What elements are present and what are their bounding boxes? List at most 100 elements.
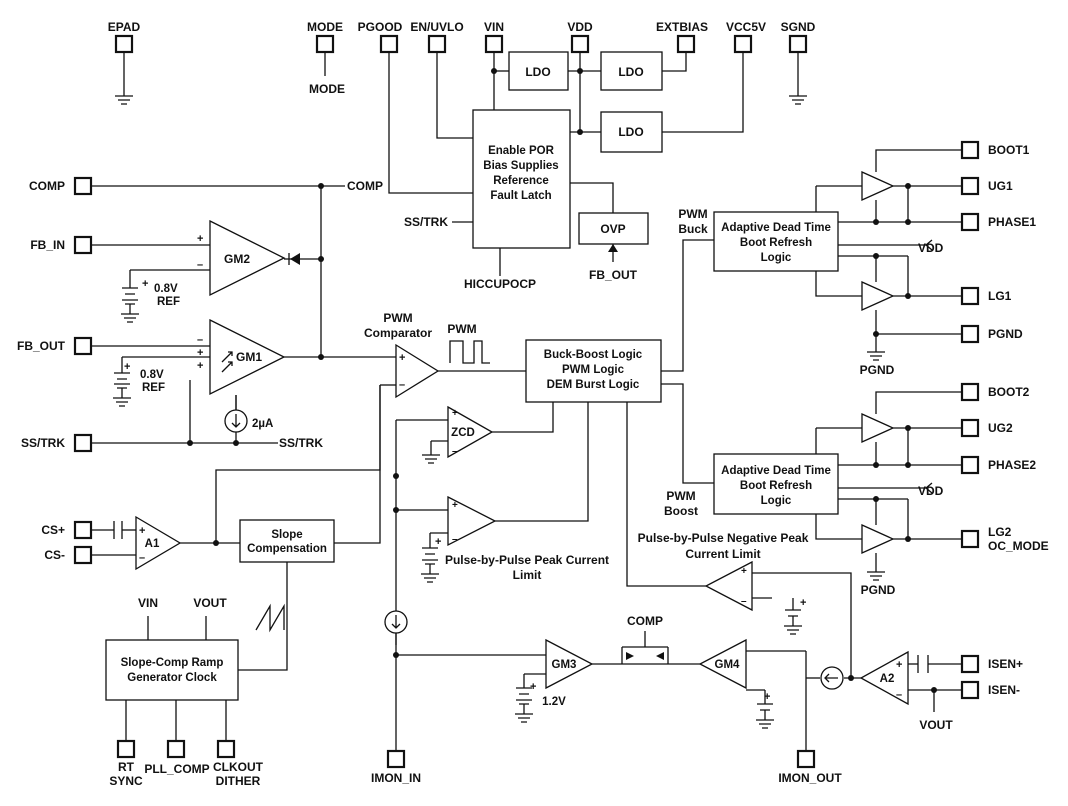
svg-text:1.2V: 1.2V bbox=[542, 696, 566, 708]
svg-text:Slope-Comp Ramp: Slope-Comp Ramp bbox=[121, 657, 224, 669]
svg-text:–: – bbox=[452, 446, 458, 457]
pin-cs-plus bbox=[73, 520, 93, 540]
label-sync: SYNC bbox=[109, 774, 143, 788]
svg-text:GM4: GM4 bbox=[715, 659, 741, 671]
svg-text:+: + bbox=[197, 347, 203, 359]
svg-text:PWM: PWM bbox=[678, 207, 707, 221]
svg-text:0.8V: 0.8V bbox=[140, 369, 164, 381]
svg-text:PGND: PGND bbox=[860, 363, 895, 377]
pin-boot1 bbox=[960, 140, 980, 160]
svg-text:–: – bbox=[139, 552, 145, 564]
ldo-label: LDO bbox=[618, 65, 643, 79]
label-dither: DITHER bbox=[216, 774, 261, 788]
svg-text:ZCD: ZCD bbox=[451, 427, 475, 439]
pin-comp bbox=[73, 176, 93, 196]
label-cs-minus: CS- bbox=[44, 548, 65, 562]
svg-text:–: – bbox=[741, 596, 747, 607]
svg-text:+: + bbox=[197, 360, 203, 372]
dead-time-block-2: Adaptive Dead Time Boot Refresh Logic bbox=[713, 453, 839, 515]
svg-text:Reference: Reference bbox=[493, 175, 549, 187]
svg-text:PGND: PGND bbox=[861, 583, 896, 597]
svg-text:VOUT: VOUT bbox=[919, 718, 953, 732]
pin-en-uvlo bbox=[427, 34, 447, 54]
label-pll-comp: PLL_COMP bbox=[144, 762, 209, 776]
dead-time-block-1: Adaptive Dead Time Boot Refresh Logic bbox=[713, 211, 839, 272]
pin-lg1 bbox=[960, 286, 980, 306]
internal-labels: MODE COMP SS/TRK HICCUPOCP FB_OUT 0.8V R… bbox=[124, 82, 953, 732]
gm4-amplifier: GM4 bbox=[698, 638, 747, 690]
gate-drivers bbox=[861, 170, 895, 555]
svg-text:–: – bbox=[197, 259, 203, 271]
pin-lg2 bbox=[960, 529, 980, 549]
label-imon-in: IMON_IN bbox=[371, 771, 421, 785]
svg-text:Buck: Buck bbox=[678, 222, 708, 236]
svg-text:REF: REF bbox=[142, 382, 165, 394]
svg-text:+: + bbox=[764, 691, 770, 703]
svg-text:Adaptive Dead Time: Adaptive Dead Time bbox=[721, 465, 831, 477]
ramp-generator-block: Slope-Comp Ramp Generator Clock bbox=[105, 639, 239, 701]
svg-text:+: + bbox=[800, 597, 806, 609]
imon-current-source bbox=[384, 610, 408, 634]
pin-sgnd bbox=[788, 34, 808, 54]
svg-text:PWM: PWM bbox=[383, 311, 412, 325]
svg-text:MODE: MODE bbox=[309, 82, 345, 96]
junctions bbox=[187, 68, 937, 693]
ovp-block: OVP bbox=[578, 212, 649, 252]
svg-text:Logic: Logic bbox=[761, 252, 792, 264]
svg-text:+: + bbox=[452, 500, 458, 511]
ldo-blocks: LDO LDO LDO bbox=[508, 51, 663, 153]
pin-cs-minus bbox=[73, 545, 93, 565]
label-isen-plus: ISEN+ bbox=[988, 657, 1023, 671]
label-mode: MODE bbox=[307, 20, 343, 34]
pin-vin bbox=[484, 34, 504, 54]
zcd-comparator: ZCD bbox=[447, 405, 494, 459]
svg-text:HICCUPOCP: HICCUPOCP bbox=[464, 277, 536, 291]
svg-text:+: + bbox=[435, 536, 441, 548]
vdd-arrows bbox=[924, 239, 933, 494]
pin-clkout bbox=[216, 739, 236, 759]
svg-text:OVP: OVP bbox=[600, 222, 625, 236]
svg-text:Slope: Slope bbox=[271, 529, 302, 541]
svg-text:–: – bbox=[896, 689, 902, 701]
waveforms bbox=[255, 340, 490, 633]
pins bbox=[73, 34, 980, 769]
svg-text:Generator Clock: Generator Clock bbox=[127, 672, 217, 684]
svg-text:A2: A2 bbox=[880, 673, 895, 685]
svg-text:+: + bbox=[896, 659, 902, 671]
label-sgnd: SGND bbox=[781, 20, 816, 34]
pin-mode bbox=[315, 34, 335, 54]
svg-text:VIN: VIN bbox=[138, 596, 158, 610]
label-en-uvlo: EN/UVLO bbox=[410, 20, 463, 34]
svg-text:GM1: GM1 bbox=[236, 350, 262, 364]
svg-text:REF: REF bbox=[157, 296, 180, 308]
ground-symbols bbox=[113, 95, 885, 729]
label-pgnd: PGND bbox=[988, 327, 1023, 341]
label-ss-trk: SS/TRK bbox=[21, 436, 65, 450]
svg-text:Logic: Logic bbox=[761, 495, 792, 507]
svg-text:Compensation: Compensation bbox=[247, 543, 327, 555]
pin-pgnd bbox=[960, 324, 980, 344]
label-phase2: PHASE2 bbox=[988, 458, 1036, 472]
svg-text:Boot Refresh: Boot Refresh bbox=[740, 237, 812, 249]
ldo-label: LDO bbox=[618, 125, 643, 139]
pin-imon-out bbox=[796, 749, 816, 769]
label-extbias: EXTBIAS bbox=[656, 20, 708, 34]
svg-text:SS/TRK: SS/TRK bbox=[404, 215, 448, 229]
pin-isen-plus bbox=[960, 654, 980, 674]
svg-text:PWM Logic: PWM Logic bbox=[562, 364, 625, 376]
svg-text:Comparator: Comparator bbox=[364, 326, 432, 340]
gm2-amplifier: GM2 + – bbox=[197, 219, 300, 297]
label-oc-mode: OC_MODE bbox=[988, 539, 1049, 553]
svg-text:Pulse-by-Pulse Negative Peak: Pulse-by-Pulse Negative Peak bbox=[638, 531, 809, 545]
svg-text:+: + bbox=[741, 566, 747, 577]
pin-ug1 bbox=[960, 176, 980, 196]
svg-text:Bias Supplies: Bias Supplies bbox=[483, 160, 558, 172]
slope-compensation-block: Slope Compensation bbox=[239, 519, 335, 563]
svg-text:VDD: VDD bbox=[918, 484, 944, 498]
wires bbox=[91, 52, 962, 751]
enable-block: Enable POR Bias Supplies Reference Fault… bbox=[472, 109, 571, 249]
label-fb-out: FB_OUT bbox=[17, 339, 66, 353]
label-comp: COMP bbox=[29, 179, 65, 193]
label-fb-in: FB_IN bbox=[30, 238, 65, 252]
svg-text:PWM: PWM bbox=[666, 489, 695, 503]
